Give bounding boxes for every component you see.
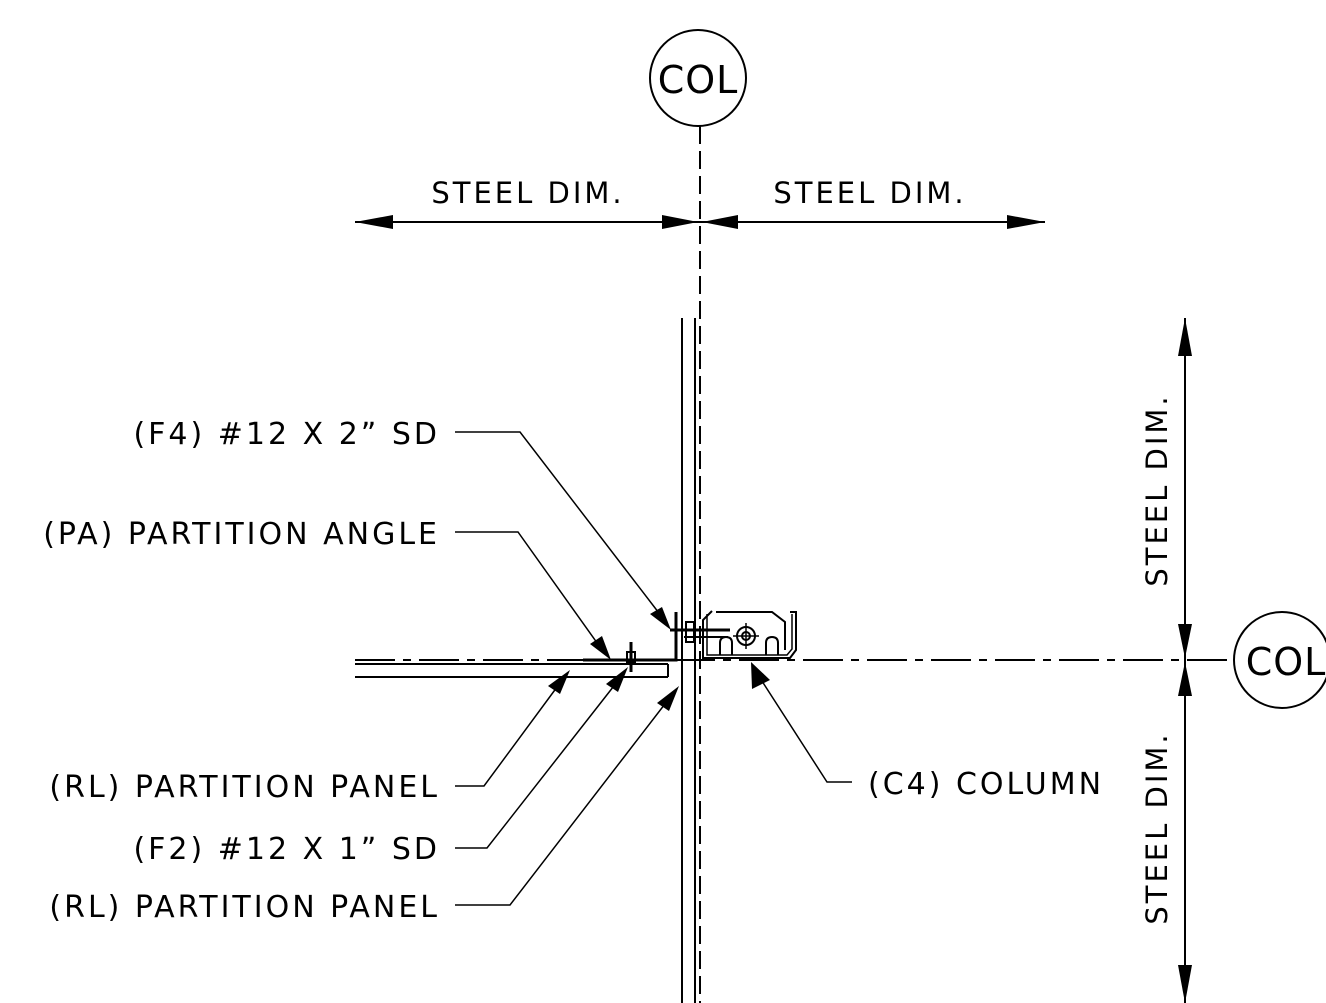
column-stiffener-right <box>765 635 779 655</box>
callout-f2-screw: (F2) #12 X 1” SD <box>133 832 440 867</box>
column-lip <box>716 611 786 650</box>
leader-c4-line <box>759 677 852 783</box>
right-lower-dim-label: STEEL DIM. <box>1140 731 1174 924</box>
grid-bubble-top: COL <box>649 29 747 127</box>
leader-rl-2 <box>455 686 679 906</box>
leader-rl-1-line <box>455 682 561 787</box>
arrowhead-center-right <box>702 215 738 229</box>
arrowhead-center-left <box>662 215 698 229</box>
callout-partition-panel-2: (RL) PARTITION PANEL <box>49 890 440 925</box>
column-outline <box>702 610 797 659</box>
grid-bubble-right: COL <box>1233 611 1326 709</box>
leader-rl-2-line <box>455 699 669 906</box>
leader-f4 <box>455 431 671 630</box>
arrowhead-left <box>355 215 393 229</box>
right-dimension: STEEL DIM. STEEL DIM. <box>1140 318 1192 1003</box>
top-right-dim-label: STEEL DIM. <box>773 176 966 210</box>
grid-bubble-top-circle <box>649 29 747 127</box>
column-inner-outline <box>706 614 793 656</box>
grid-bubble-top-label: COL <box>658 58 739 102</box>
leader-f4-arrowhead <box>650 607 671 630</box>
grid-bubble-right-label: COL <box>1246 640 1326 684</box>
vertical-wall-panel <box>681 318 696 1003</box>
arrowhead-top <box>1178 318 1192 356</box>
leader-rl-1-arrowhead <box>548 670 570 694</box>
callout-f4-screw: (F4) #12 X 2” SD <box>133 417 440 452</box>
leader-pa-line <box>455 531 601 648</box>
leader-f2-line <box>455 681 618 849</box>
leader-f4-line <box>455 431 663 618</box>
leader-f2 <box>455 667 628 849</box>
arrowhead-bottom <box>1178 965 1192 1003</box>
leader-pa <box>455 531 611 660</box>
leader-rl-1 <box>455 670 570 787</box>
callout-column: (C4) COLUMN <box>868 767 1104 802</box>
f2-screw <box>626 642 636 672</box>
top-dimension: STEEL DIM. STEEL DIM. <box>355 176 1045 229</box>
f2-screw-head <box>626 651 636 663</box>
grid-bubble-right-circle <box>1233 611 1326 709</box>
column-stiffener-left <box>719 635 733 655</box>
leader-rl-2-arrowhead <box>657 686 679 711</box>
right-upper-dim-label: STEEL DIM. <box>1140 393 1174 586</box>
leader-pa-arrowhead <box>590 636 611 660</box>
leader-f2-arrowhead <box>606 667 628 692</box>
callout-partition-angle: (PA) PARTITION ANGLE <box>43 517 440 552</box>
callout-partition-panel-1: (RL) PARTITION PANEL <box>49 770 440 805</box>
f4-screw <box>670 621 730 643</box>
f4-screw-head <box>685 621 695 643</box>
leader-c4-arrowhead <box>751 662 770 689</box>
arrowhead-right <box>1007 215 1045 229</box>
partition-angle <box>583 612 678 662</box>
arrowhead-mid-lower <box>1178 662 1192 696</box>
leader-c4 <box>751 662 852 783</box>
arrowhead-mid-upper <box>1178 624 1192 658</box>
top-left-dim-label: STEEL DIM. <box>431 176 624 210</box>
column-section <box>702 610 797 659</box>
